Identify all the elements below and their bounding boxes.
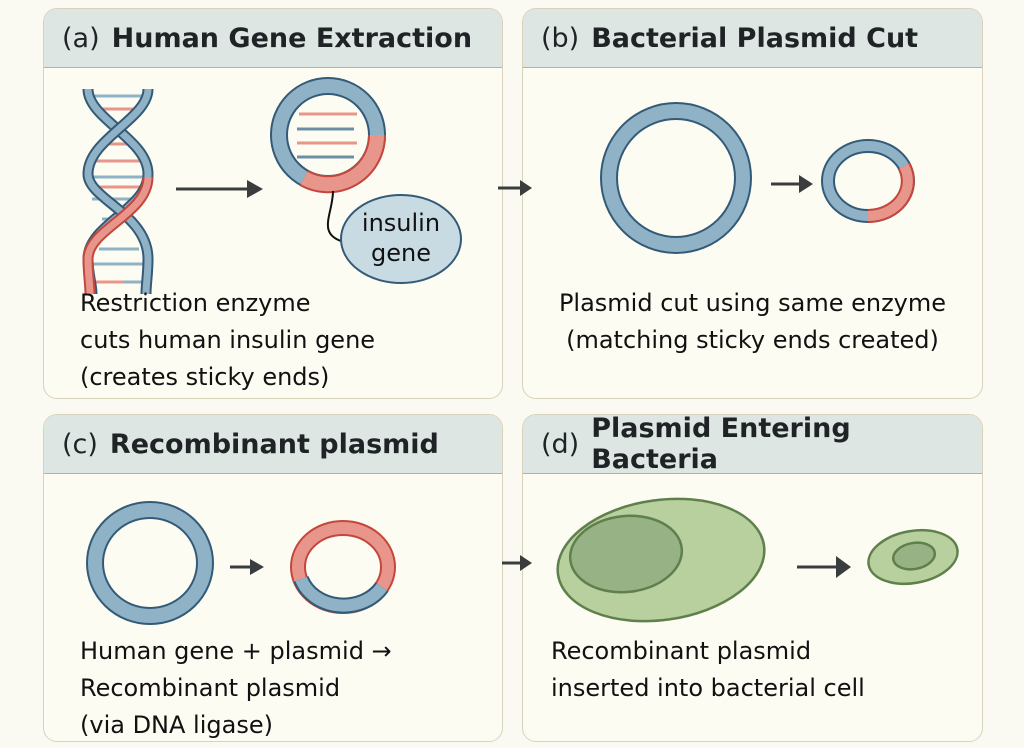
gene-extraction-illustration: insulin gene [82, 77, 462, 295]
panel-caption: Restriction enzyme cuts human insulin ge… [80, 285, 375, 396]
process-arrow [230, 559, 264, 575]
panel-label: (b) [541, 22, 580, 54]
panel-label: (d) [541, 428, 580, 460]
plasmid-ring-icon [86, 501, 214, 625]
process-arrow [797, 556, 851, 578]
panel-title: Bacterial Plasmid Cut [591, 22, 919, 54]
caption-line: (matching sticky ends created) [566, 326, 939, 354]
caption-line: cuts human insulin gene [80, 326, 376, 354]
connector-line [326, 190, 345, 243]
panel-plasmid-entering-bacteria: (d) Plasmid Entering Bacteria Recombinan… [522, 414, 983, 742]
bacteria-illustration [556, 497, 959, 623]
panel-caption: Human gene + plasmid → Recombinant plasm… [80, 633, 392, 741]
cut-plasmid-ring-icon [821, 139, 915, 223]
arrow-c-to-d [502, 555, 532, 571]
bacterial-plasmid-ring-icon [600, 102, 752, 254]
panel-bacterial-plasmid-cut: (b) Bacterial Plasmid Cut Plasmid cut us… [522, 8, 983, 399]
recombinant-illustration [86, 501, 396, 625]
panel-caption: Recombinant plasmid inserted into bacter… [551, 633, 865, 707]
arrow-a-to-b [498, 180, 532, 196]
caption-line: inserted into bacterial cell [551, 674, 865, 702]
panel-title: Plasmid Entering Bacteria [591, 414, 851, 475]
panel-title: Human Gene Extraction [111, 22, 473, 54]
panel-header: (c) Recombinant plasmid [44, 415, 502, 474]
caption-line: Plasmid cut using same enzyme [558, 289, 947, 317]
caption-line: (via DNA ligase) [80, 711, 273, 739]
panel-recombinant-plasmid: (c) Recombinant plasmid Human gene + pla… [43, 414, 503, 742]
panel-human-gene-extraction: (a) Human Gene Extraction [43, 8, 503, 399]
caption-line: (creates sticky ends) [80, 363, 330, 391]
bacterial-cell-icon [556, 497, 766, 623]
plasmid-cut-illustration [600, 102, 915, 254]
process-arrow [771, 175, 813, 193]
cut-gene-ring-icon [270, 77, 387, 194]
panel-title: Recombinant plasmid [109, 428, 439, 460]
panel-header: (a) Human Gene Extraction [44, 9, 502, 68]
recombinant-plasmid-ring-icon [290, 520, 396, 614]
caption-line: Recombinant plasmid [80, 674, 341, 702]
caption-line: Restriction enzyme [80, 289, 311, 317]
small-bacterial-cell-icon [867, 528, 959, 586]
process-arrow [176, 180, 263, 198]
panel-header: (b) Bacterial Plasmid Cut [523, 9, 982, 68]
panel-caption: Plasmid cut using same enzyme (matching … [523, 285, 982, 359]
panel-header: (d) Plasmid Entering Bacteria [523, 414, 982, 475]
dna-helix-icon [82, 88, 154, 295]
caption-line: Recombinant plasmid [551, 637, 812, 665]
caption-line: Human gene + plasmid → [80, 637, 392, 665]
bubble-text-line-2: gene [371, 239, 431, 267]
panel-label: (a) [62, 22, 100, 54]
insulin-gene-bubble: insulin gene [340, 194, 462, 284]
panel-label: (c) [62, 428, 98, 460]
bubble-text-line-1: insulin [362, 209, 440, 237]
